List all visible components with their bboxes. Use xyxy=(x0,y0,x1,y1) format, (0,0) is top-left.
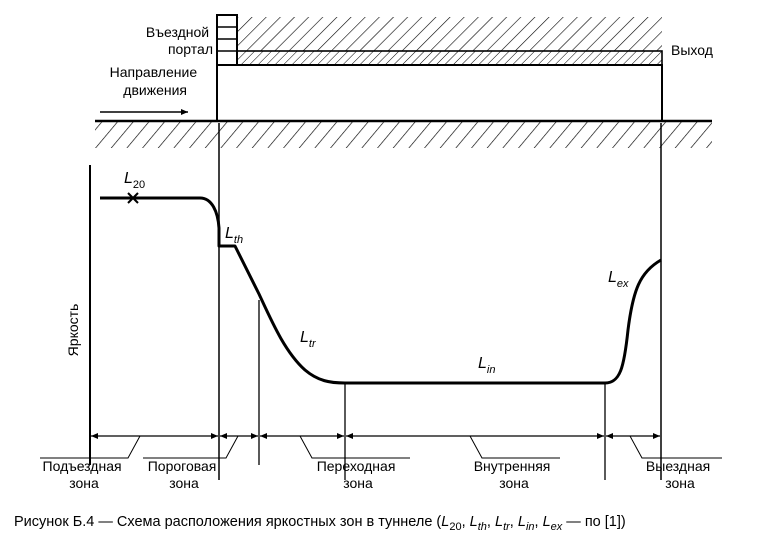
y-axis-label: Яркость xyxy=(65,304,81,357)
zone-approach: Подъездная зона xyxy=(43,458,126,491)
entrance-portal-label: Въездной портал xyxy=(146,24,213,57)
exit-label: Выход xyxy=(671,42,713,58)
luminance-curve xyxy=(100,196,662,385)
tunnel-section: Въездной портал Направление движения Вых… xyxy=(95,14,713,148)
zone-interior: Внутренняя зона xyxy=(474,458,555,491)
label-lin: Lin xyxy=(478,355,495,376)
tunnel-interior xyxy=(216,64,663,122)
zone-leaders xyxy=(40,435,722,459)
label-l20: L20 xyxy=(124,170,145,191)
label-lex: Lex xyxy=(608,269,629,290)
ground-hatch xyxy=(95,122,712,148)
figure-caption: Рисунок Б.4 — Схема расположения яркостн… xyxy=(14,514,626,533)
l20-marker xyxy=(127,192,139,204)
zone-threshold: Пороговая зона xyxy=(148,458,221,491)
luminance-graph: Яркость L20 Lth Ltr Lin Lex xyxy=(40,123,722,491)
label-ltr: Ltr xyxy=(300,329,317,350)
tunnel-lining xyxy=(216,50,663,66)
direction-label: Направление движения xyxy=(110,64,201,98)
zone-transition: Переходная зона xyxy=(317,458,400,491)
entrance-portal-block xyxy=(216,14,238,66)
tunnel-roof xyxy=(217,17,662,51)
zone-exit: Выездная зона xyxy=(646,458,714,491)
label-lth: Lth xyxy=(225,225,243,246)
